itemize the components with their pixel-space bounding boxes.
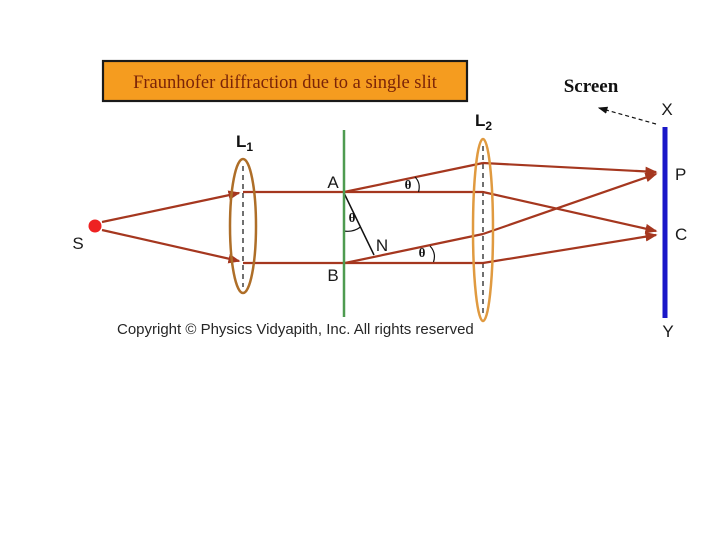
rays: [101, 161, 658, 265]
page-title: Fraunhofer diffraction due to a single s…: [133, 73, 438, 93]
theta-symbol-lower: θ: [419, 245, 426, 260]
copyright-text: Copyright © Physics Vidyapith, Inc. All …: [117, 321, 474, 338]
theta-arc-at-A: [343, 226, 361, 232]
label-C: C: [675, 225, 687, 244]
ray-diffracted-from-A: [343, 161, 484, 194]
label-A: A: [327, 173, 339, 192]
perpendicular-AN: [343, 192, 375, 256]
label-lens2: L2: [475, 111, 492, 133]
label-lens1: L1: [236, 132, 253, 154]
label-P: P: [675, 165, 686, 184]
lens1: [228, 157, 258, 295]
label-Y: Y: [662, 322, 673, 341]
label-X: X: [661, 100, 672, 119]
theta-arc-upper-ray: [414, 176, 420, 193]
ray-lens2-to-P-lower: [482, 172, 658, 236]
ray-lens2-to-P-upper: [482, 161, 658, 177]
theta-symbol-at-A: θ: [349, 210, 356, 225]
ray-source-to-lens1-bottom: [101, 228, 241, 264]
label-S: S: [72, 234, 83, 253]
title-box: [101, 59, 469, 103]
label-N: N: [376, 236, 388, 255]
ray-lens2-to-C-upper: [482, 190, 658, 234]
label-B: B: [327, 266, 338, 285]
ray-source-to-lens1-top: [101, 190, 241, 224]
theta-symbol-upper: θ: [405, 177, 412, 192]
source-dot: [88, 219, 102, 233]
screen-pointer-arrow: [597, 106, 657, 125]
ray-lens2-to-C-lower: [482, 231, 658, 265]
theta-arc-lower-ray: [429, 245, 436, 263]
lens2: [471, 137, 495, 323]
screen-label: Screen: [564, 76, 619, 97]
ray-diffracted-from-B: [344, 232, 484, 265]
